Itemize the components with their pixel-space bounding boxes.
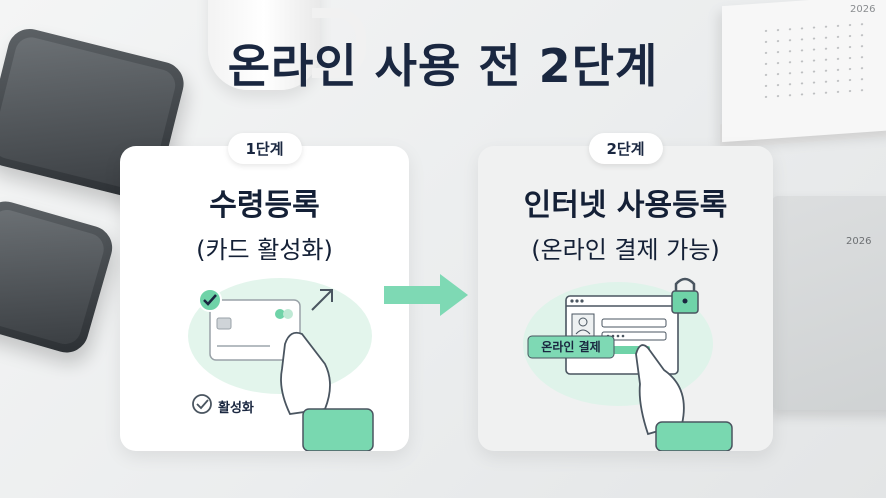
step-badge: 2단계 <box>588 133 663 164</box>
step-title: 인터넷 사용등록 <box>523 188 728 223</box>
notebook-label: 2026 <box>846 236 872 247</box>
mug-decoration <box>208 0 320 90</box>
check-circle-icon <box>192 394 212 414</box>
calendar-year: 2026 <box>850 4 876 15</box>
browser-window-icon <box>565 295 679 375</box>
check-circle-icon <box>198 288 222 312</box>
user-icon <box>571 313 595 337</box>
card-activation-illustration <box>188 278 374 451</box>
step-title: 수령등록 <box>209 188 320 223</box>
hand-icon <box>280 331 374 451</box>
step-card-1: 1단계 수령등록 (카드 활성화) 활성화 <box>120 133 409 451</box>
step-badge: 1단계 <box>227 133 302 164</box>
page-title: 온라인 사용 전 2단계 <box>227 39 659 93</box>
internet-registration-illustration: 온라인 결제 <box>523 277 733 451</box>
notebook-decoration <box>772 196 886 410</box>
lock-icon <box>671 277 699 314</box>
credit-card-icon <box>209 299 301 361</box>
pointing-hand-icon <box>635 344 733 451</box>
step-subtitle: (카드 활성화) <box>196 236 333 264</box>
online-payment-tag: 온라인 결제 <box>541 339 600 354</box>
step-card-2: 2단계 인터넷 사용등록 (온라인 결제 가능) 온라 <box>478 133 773 451</box>
activation-label: 활성화 <box>218 401 254 416</box>
right-arrow-icon <box>384 274 468 316</box>
arrow-up-right-icon <box>311 289 333 311</box>
step-subtitle: (온라인 결제 가능) <box>531 236 720 264</box>
mug-handle-decoration <box>312 8 366 78</box>
smartphone-decoration <box>0 196 118 358</box>
